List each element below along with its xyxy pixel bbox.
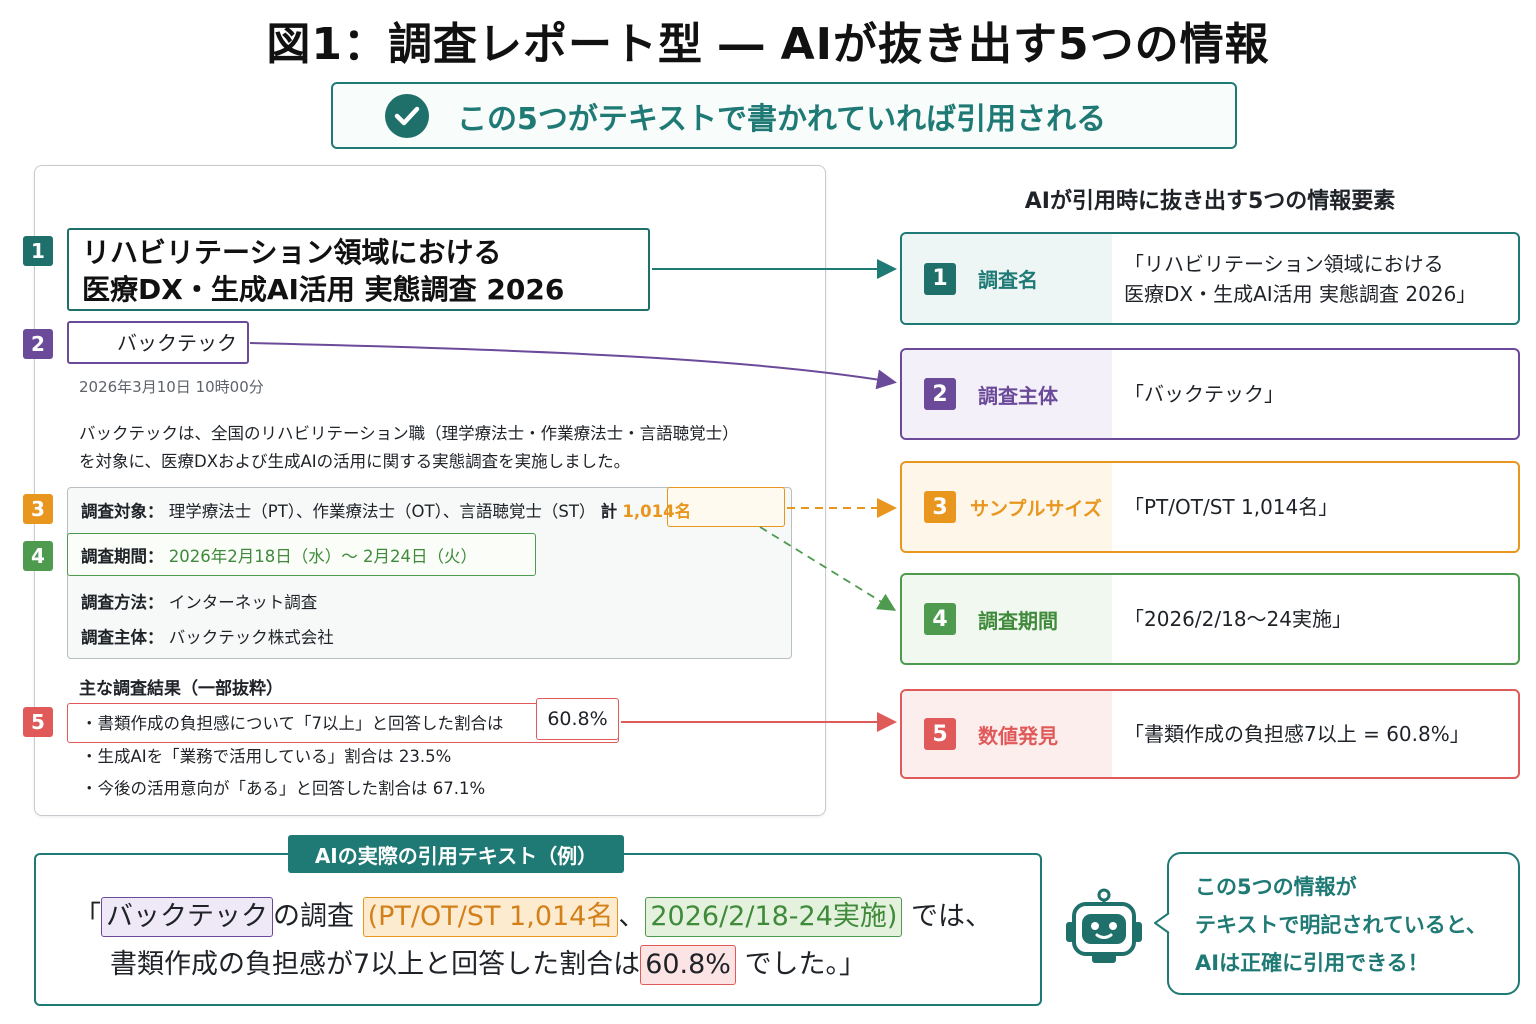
- sample-size-highlight: [667, 487, 785, 527]
- speech-bubble-tip: [1154, 912, 1176, 934]
- badge-3: 3: [23, 494, 53, 524]
- page-title: 図1：調査レポート型 ― AIが抜き出す5つの情報: [266, 19, 1270, 70]
- element-card-numeric-finding: 5 数値発見 「書類作成の負担感7以上 = 60.8%」: [900, 689, 1520, 779]
- card-label-3: サンプルサイズ: [970, 497, 1102, 520]
- survey-period-label: 調査期間：: [81, 547, 164, 566]
- survey-target-value: 理学療法士（PT）、作業療法士（OT）、言語聴覚士（ST）: [168, 502, 596, 521]
- intro-line1: バックテックは、全国のリハビリテーション職（理学療法士・作業療法士・言語聴覚士）: [79, 424, 739, 443]
- citation-comma: 、: [618, 901, 646, 932]
- result-item-2: ・生成AIを「業務で活用している」割合は 23.5%: [81, 747, 452, 766]
- survey-method-value: インターネット調査: [168, 593, 318, 612]
- organization-highlight: バックテック: [67, 321, 249, 364]
- speech-bubble: [1167, 852, 1520, 995]
- arrow-4: [759, 526, 897, 611]
- survey-org-label: 調査主体：: [81, 628, 164, 647]
- card-value-3: 「PT/OT/ST 1,014名」: [1124, 495, 1339, 519]
- element-card-survey-name: 1 調査名 「リハビリテーション領域における 医療DX・生成AI活用 実態調査 …: [900, 232, 1520, 325]
- survey-period-highlight: [67, 533, 536, 576]
- citation-org: バックテック: [101, 897, 273, 937]
- card-value-4: 「2026/2/18～24実施」: [1124, 607, 1352, 631]
- card-value-2: 「バックテック」: [1124, 382, 1284, 406]
- badge-1: 1: [23, 236, 53, 266]
- survey-method-label: 調査方法：: [81, 593, 164, 612]
- card-value-1: 「リハビリテーション領域における 医療DX・生成AI活用 実態調査 2026」: [1124, 249, 1476, 309]
- card-label-4: 調査期間: [978, 608, 1058, 633]
- publish-date: 2026年3月10日 10時00分: [79, 378, 264, 396]
- element-card-survey-org: 2 調査主体 「バックテック」: [900, 348, 1520, 440]
- result-item-1: ・書類作成の負担感について「7以上」と回答した割合は: [81, 714, 504, 733]
- citation-open-quote: 「: [74, 901, 101, 932]
- citation-sample: (PT/OT/ST 1,014名: [362, 897, 619, 937]
- citation-text-1: の調査: [273, 901, 354, 932]
- survey-target-row: 調査対象： 理学療法士（PT）、作業療法士（OT）、言語聴覚士（ST） 計 1,…: [81, 498, 691, 522]
- intro-line2: を対象に、医療DXおよび生成AIの活用に関する実態調査を実施しました。: [79, 452, 631, 471]
- badge-5: 5: [23, 707, 53, 737]
- callout-line1: この5つの情報が: [1195, 875, 1357, 899]
- survey-title-line2: 医療DX・生成AI活用 実態調査 2026: [82, 273, 565, 306]
- survey-title-highlight: リハビリテーション領域における 医療DX・生成AI活用 実態調査 2026: [67, 228, 650, 311]
- card-badge-5: 5: [924, 718, 956, 750]
- citation-line2-text: 書類作成の負担感が7以上と回答した割合は: [110, 949, 641, 980]
- card-badge-1: 1: [924, 262, 956, 295]
- robot-icon: [1066, 888, 1142, 963]
- speech-bubble-text: この5つの情報が テキストで明記されていると、 AIは正確に引用できる！: [1195, 868, 1487, 982]
- survey-method-row: 調査方法： インターネット調査: [81, 589, 317, 613]
- elements-heading: AIが引用時に抜き出す5つの情報要素: [1024, 189, 1396, 214]
- badge-4: 4: [23, 541, 53, 571]
- check-circle-icon: [385, 93, 429, 138]
- callout-line2: テキストで明記されていると、: [1195, 913, 1487, 937]
- survey-title-line1: リハビリテーション領域における: [82, 236, 502, 269]
- card-badge-4: 4: [924, 603, 956, 635]
- survey-org-row: 調査主体： バックテック株式会社: [81, 624, 334, 648]
- results-heading: 主な調査結果（一部抜粋）: [79, 679, 283, 699]
- card-label-5: 数値発見: [978, 723, 1058, 748]
- survey-org-value: バックテック株式会社: [168, 628, 334, 647]
- key-message-banner: この5つがテキストで書かれていれば引用される: [331, 82, 1237, 149]
- badge-2: 2: [23, 329, 53, 359]
- callout-line3: AIは正確に引用できる！: [1195, 951, 1429, 975]
- card-label-1: 調査名: [978, 268, 1038, 292]
- arrow-2: [249, 342, 897, 390]
- survey-period-value: 2026年2月18日（水）～ 2月24日（火）: [168, 547, 477, 566]
- element-card-survey-period: 4 調査期間 「2026/2/18～24実施」: [900, 573, 1520, 665]
- element-card-sample-size: 3 サンプルサイズ 「PT/OT/ST 1,014名」: [900, 461, 1520, 553]
- result-item-3: ・今後の活用意向が「ある」と回答した割合は 67.1%: [81, 779, 486, 798]
- card-value-1-line2: 医療DX・生成AI活用 実態調査 2026」: [1124, 281, 1477, 306]
- citation-text-2: では、: [911, 901, 993, 932]
- sample-prefix: 計: [600, 502, 618, 521]
- citation-period: 2026/2/18-24実施): [645, 897, 903, 937]
- card-badge-2: 2: [924, 378, 956, 410]
- survey-period-row: 調査期間： 2026年2月18日（水）～ 2月24日（火）: [81, 543, 477, 567]
- sample-size-value: 1,014名: [622, 502, 692, 521]
- citation-value: 60.8%: [640, 945, 736, 985]
- citation-line-1: 「バックテックの調査 (PT/OT/ST 1,014名、2026/2/18-24…: [74, 894, 992, 937]
- citation-line2-end: でした。」: [744, 949, 867, 980]
- citation-example-tag: AIの実際の引用テキスト（例）: [288, 835, 624, 873]
- card-value-5: 「書類作成の負担感7以上 = 60.8%」: [1124, 722, 1470, 746]
- banner-text: この5つがテキストで書かれていれば引用される: [457, 101, 1107, 137]
- finding-value: 60.8%: [536, 698, 619, 740]
- card-value-1-line1: 「リハビリテーション領域における: [1124, 251, 1444, 276]
- survey-target-label: 調査対象：: [81, 502, 164, 521]
- card-label-2: 調査主体: [978, 383, 1058, 408]
- intro-paragraph: バックテックは、全国のリハビリテーション職（理学療法士・作業療法士・言語聴覚士）…: [79, 420, 739, 476]
- card-badge-3: 3: [924, 491, 956, 523]
